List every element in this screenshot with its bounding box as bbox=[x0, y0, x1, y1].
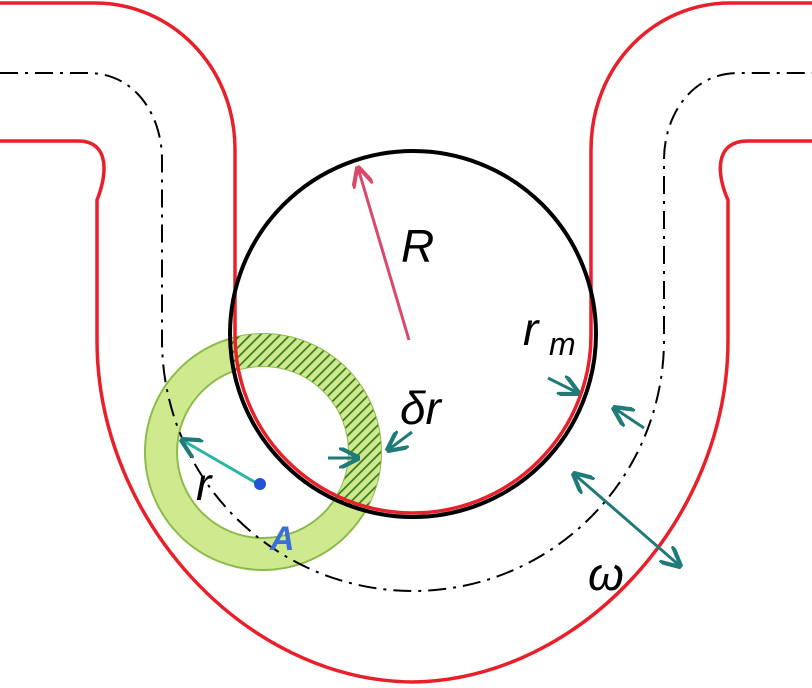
label-delta-r: δr bbox=[400, 382, 443, 434]
label-r: r bbox=[196, 458, 213, 510]
width-omega-arrow bbox=[574, 474, 680, 566]
large-circle bbox=[228, 149, 598, 519]
point-A bbox=[254, 478, 266, 490]
delta-r-arrow-right bbox=[388, 432, 413, 450]
label-R: R bbox=[401, 220, 434, 272]
inner-channel-wall bbox=[0, 139, 812, 684]
rm-arrow-right bbox=[614, 408, 645, 430]
label-A: A bbox=[269, 520, 295, 558]
radius-r-arrow bbox=[182, 440, 259, 486]
label-rm-base: r bbox=[523, 303, 540, 355]
outer-channel-wall bbox=[0, 1, 812, 515]
radius-R-arrow bbox=[358, 168, 411, 341]
label-rm-sub: m bbox=[549, 326, 576, 362]
label-omega: ω bbox=[588, 548, 624, 600]
rm-arrow-left bbox=[547, 378, 578, 393]
